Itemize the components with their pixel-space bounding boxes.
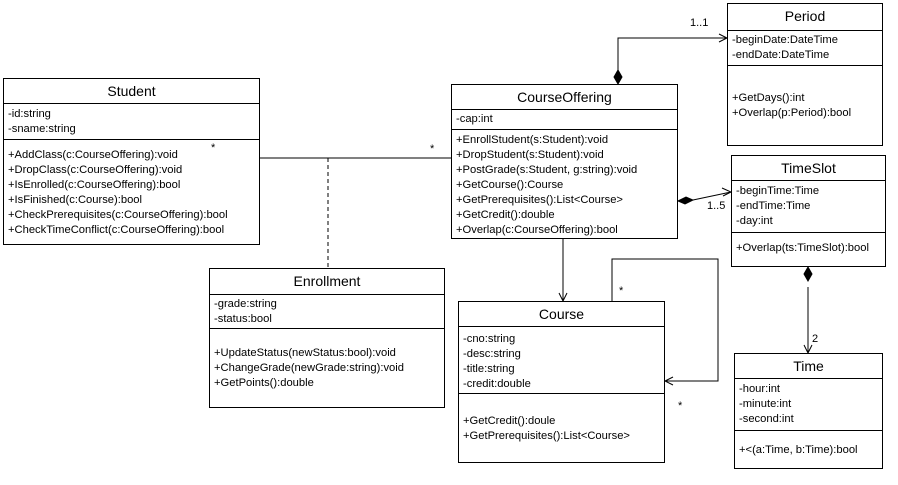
operation: +GetCredit():double <box>456 209 555 221</box>
class-attributes: -cno:string -desc:string -title:string -… <box>459 327 664 394</box>
period-composition-diamond <box>613 68 623 86</box>
operation: +EnrollStudent(s:Student):void <box>456 134 609 146</box>
operation: +Overlap(p:Period):bool <box>732 107 852 119</box>
class-name: CourseOffering <box>452 85 677 110</box>
operation: +GetCourse():Course <box>456 179 564 191</box>
operation: +DropStudent(s:Student):void <box>456 149 604 161</box>
operation: +GetPoints():double <box>214 377 314 389</box>
student-class: Student -id:string -sname:string +AddCla… <box>3 78 260 245</box>
attribute: -id:string <box>8 108 51 120</box>
multiplicity-course-self-a: * <box>619 285 624 297</box>
attribute: -endTime:Time <box>736 200 811 212</box>
course-self-arrowhead <box>663 376 674 386</box>
operation: +DropClass(c:CourseOffering):void <box>8 164 183 176</box>
courseoffering-class: CourseOffering -cap:int +EnrollStudent(s… <box>451 84 678 239</box>
class-attributes: -beginDate:DateTime -endDate:DateTime <box>728 31 882 66</box>
operation: +GetPrerequisites():List<Course> <box>456 194 623 206</box>
enrollment-class: Enrollment -grade:string -status:bool +U… <box>209 268 445 408</box>
attribute: -endDate:DateTime <box>732 49 830 61</box>
operation: +IsEnrolled(c:CourseOffering):bool <box>8 179 181 191</box>
class-operations: +UpdateStatus(newStatus:bool):void +Chan… <box>210 329 444 391</box>
class-name: Student <box>4 79 259 104</box>
attribute: -hour:int <box>739 383 781 395</box>
attribute: -grade:string <box>214 298 277 310</box>
attribute: -sname:string <box>8 123 76 135</box>
class-name: Time <box>735 354 882 379</box>
multiplicity-student-end: * <box>211 142 216 154</box>
attribute: -desc:string <box>463 348 521 360</box>
class-name: Period <box>728 4 882 31</box>
multiplicity-timeslot: 1..5 <box>707 200 726 212</box>
class-operations: +EnrollStudent(s:Student):void +DropStud… <box>452 130 677 238</box>
attribute: -title:string <box>463 363 515 375</box>
course-class: Course -cno:string -desc:string -title:s… <box>458 301 665 463</box>
attribute: -day:int <box>736 215 773 227</box>
attribute: -beginDate:DateTime <box>732 34 838 46</box>
class-operations: +<(a:Time, b:Time):bool <box>735 431 882 458</box>
operation: +Overlap(ts:TimeSlot):bool <box>736 242 869 254</box>
courseoffering-timeslot-composition <box>692 191 732 201</box>
multiplicity-courseoffering-end: * <box>430 143 435 155</box>
operation: +IsFinished(c:Course):bool <box>8 194 142 206</box>
class-name: TimeSlot <box>732 156 885 181</box>
timeslot-class: TimeSlot -beginTime:Time -endTime:Time -… <box>731 155 886 267</box>
class-operations: +GetCredit():doule +GetPrerequisites():L… <box>459 394 664 444</box>
class-operations: +AddClass(c:CourseOffering):void +DropCl… <box>4 140 259 238</box>
multiplicity-period: 1..1 <box>690 17 709 29</box>
attribute: -credit:double <box>463 378 531 390</box>
time-class: Time -hour:int -minute:int -second:int +… <box>734 353 883 469</box>
operation: +<(a:Time, b:Time):bool <box>739 444 858 456</box>
attribute: -second:int <box>739 413 794 425</box>
multiplicity-course-self-b: * <box>678 400 683 412</box>
class-name: Course <box>459 302 664 327</box>
class-attributes: -hour:int -minute:int -second:int <box>735 379 882 431</box>
operation: +GetCredit():doule <box>463 415 556 427</box>
period-class: Period -beginDate:DateTime -endDate:Date… <box>727 3 883 146</box>
operation: +GetPrerequisites():List<Course> <box>463 430 630 442</box>
course-self-association <box>611 258 719 382</box>
operation: +Overlap(c:CourseOffering):bool <box>456 224 618 236</box>
class-name: Enrollment <box>210 269 444 295</box>
class-attributes: -id:string -sname:string <box>4 104 259 140</box>
timeslot-composition-diamond <box>676 196 695 205</box>
class-attributes: -grade:string -status:bool <box>210 295 444 329</box>
operation: +PostGrade(s:Student, g:string):void <box>456 164 638 176</box>
class-attributes: -cap:int <box>452 110 677 130</box>
operation: +CheckTimeConflict(c:CourseOffering):boo… <box>8 224 225 236</box>
attribute: -status:bool <box>214 313 272 325</box>
time-composition-diamond <box>803 265 813 283</box>
operation: +CheckPrerequisites(c:CourseOffering):bo… <box>8 209 228 221</box>
attribute: -beginTime:Time <box>736 185 820 197</box>
class-operations: +GetDays():int +Overlap(p:Period):bool <box>728 66 882 121</box>
attribute: -cap:int <box>456 113 493 125</box>
operation: +UpdateStatus(newStatus:bool):void <box>214 347 396 359</box>
operation: +AddClass(c:CourseOffering):void <box>8 149 178 161</box>
courseoffering-period-composition <box>617 37 727 70</box>
class-operations: +Overlap(ts:TimeSlot):bool <box>732 233 885 256</box>
multiplicity-time: 2 <box>812 333 819 345</box>
attribute: -cno:string <box>463 333 516 345</box>
class-attributes: -beginTime:Time -endTime:Time -day:int <box>732 181 885 233</box>
operation: +ChangeGrade(newGrade:string):void <box>214 362 404 374</box>
operation: +GetDays():int <box>732 92 805 104</box>
attribute: -minute:int <box>739 398 792 410</box>
